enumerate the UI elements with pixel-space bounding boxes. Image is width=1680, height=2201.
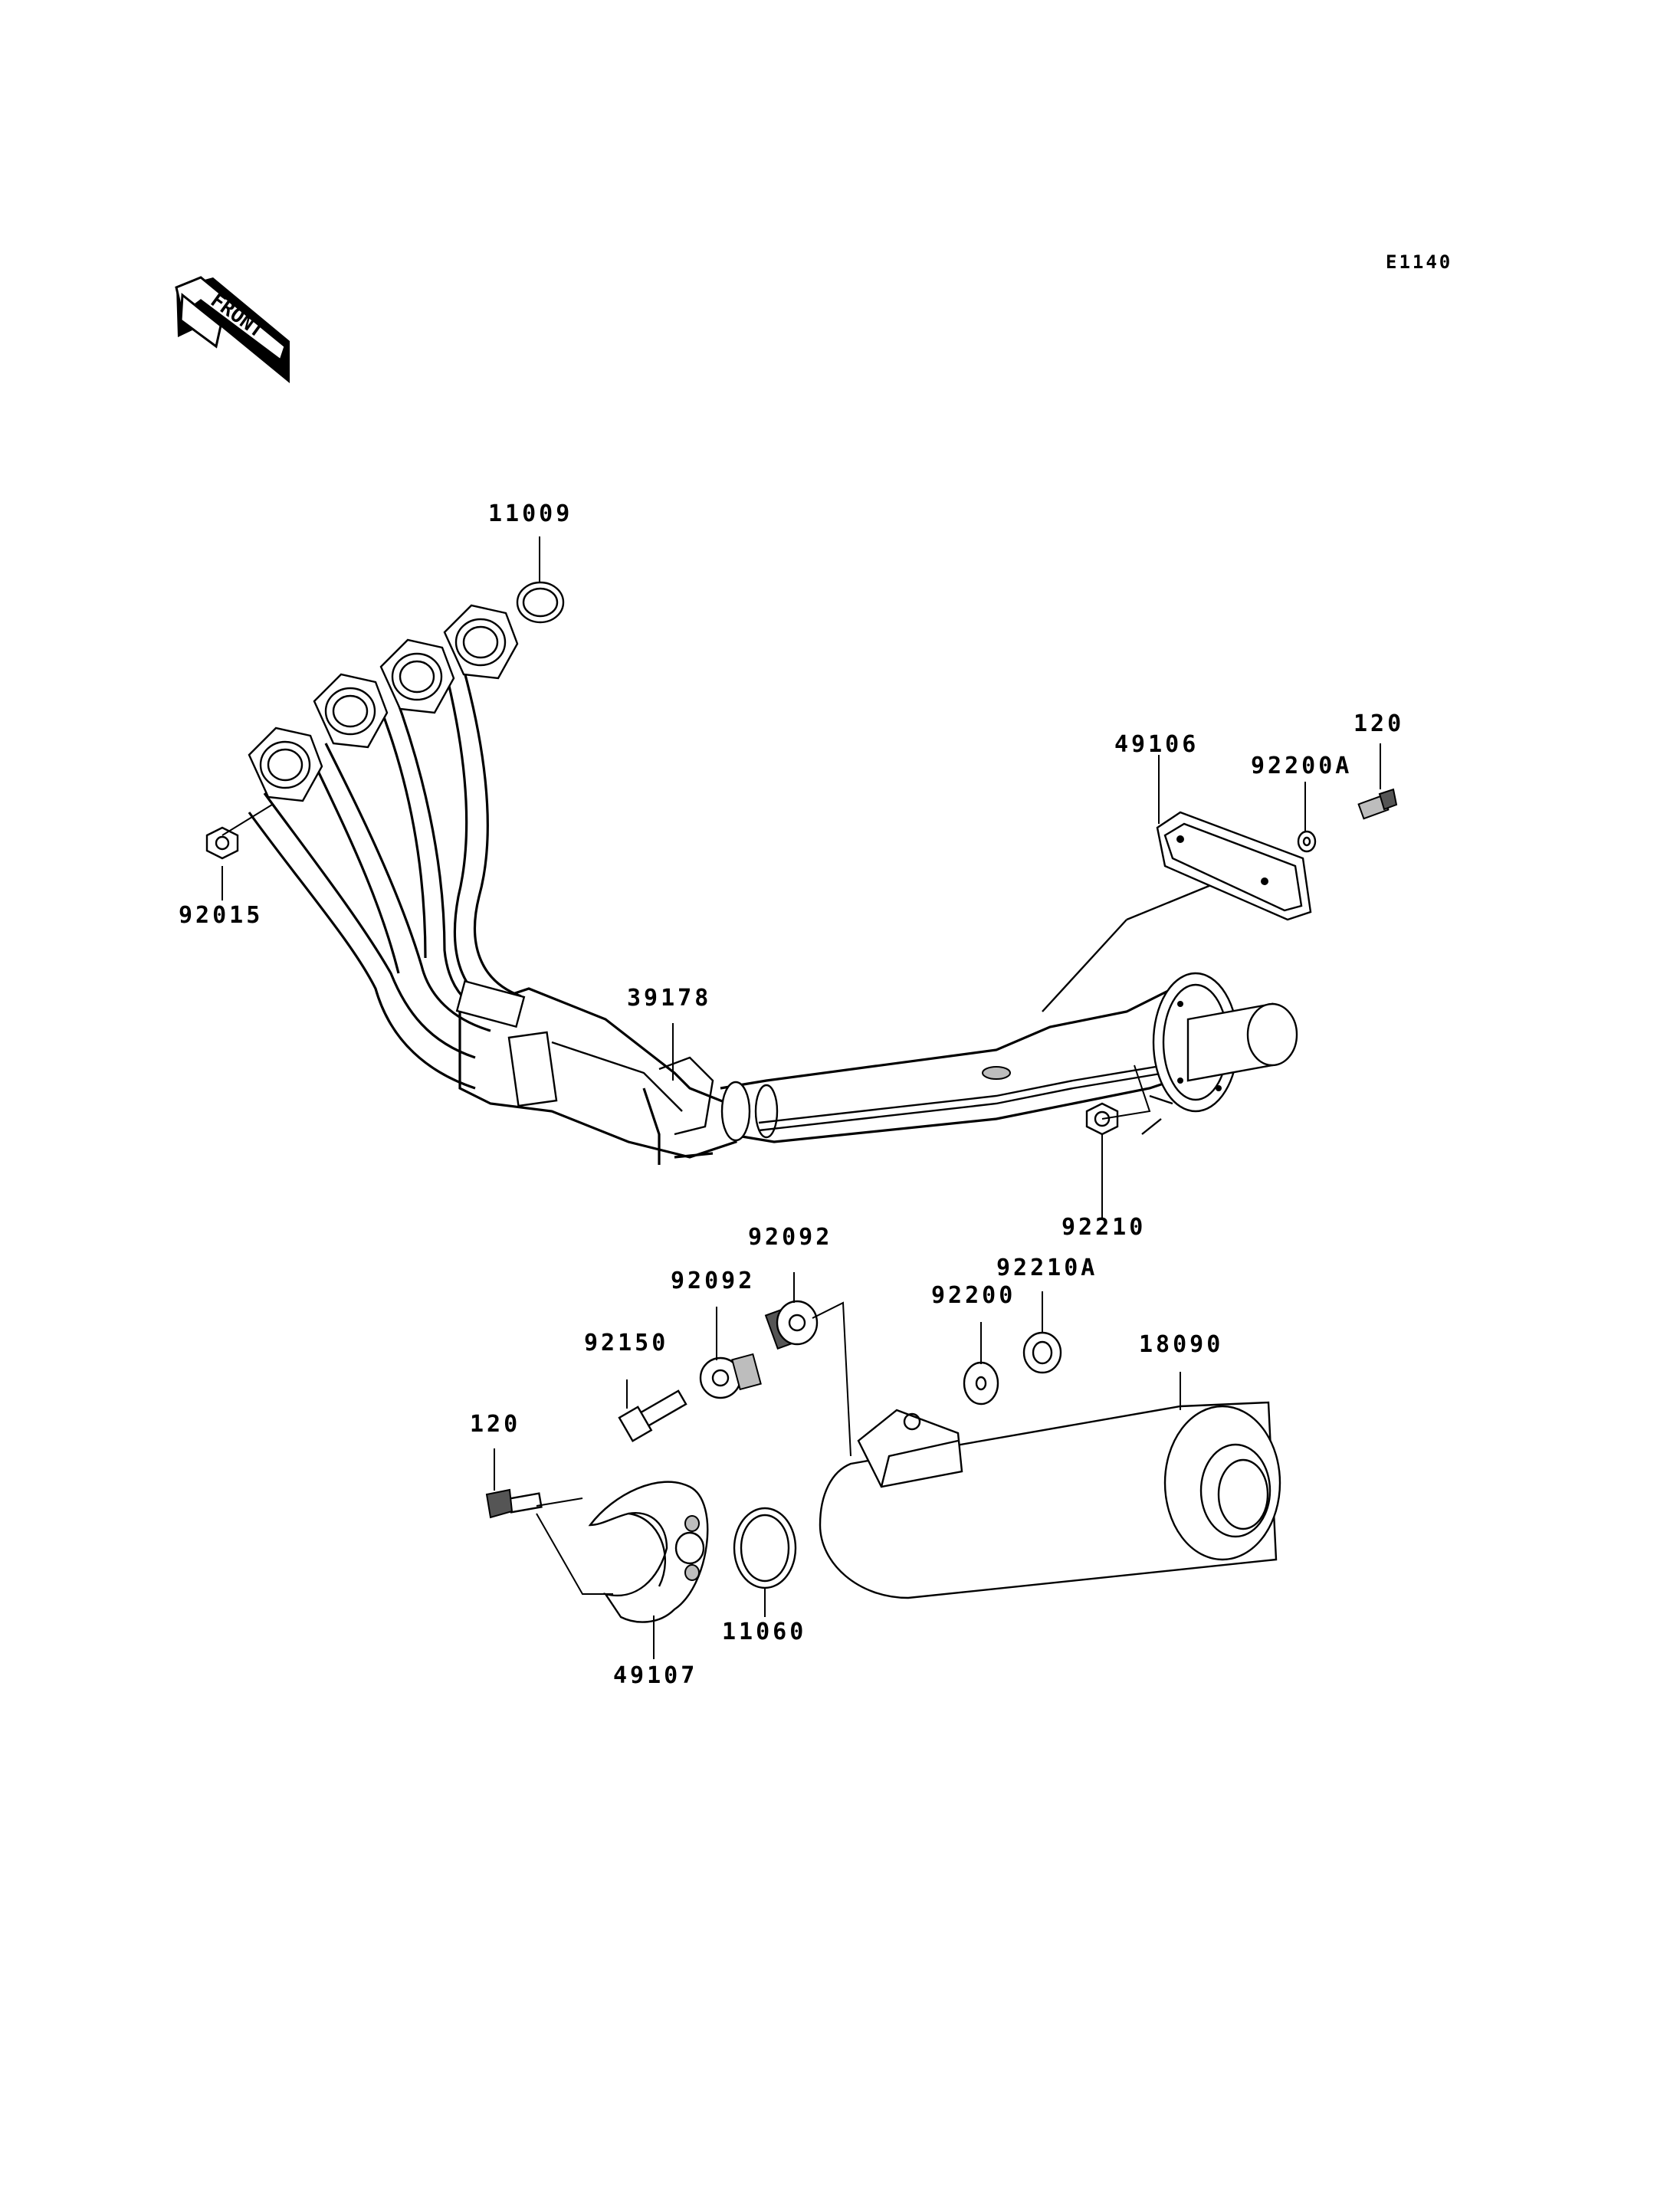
label-92015: 92015 [179, 902, 264, 929]
heat-guard-49106 [1156, 811, 1312, 921]
label-92210A: 92210A [996, 1255, 1098, 1281]
label-92092-top: 92092 [748, 1224, 833, 1251]
label-11060: 11060 [722, 1619, 807, 1645]
label-92200: 92200 [931, 1282, 1016, 1309]
label-49106: 49106 [1114, 731, 1199, 758]
label-49107: 49107 [613, 1662, 698, 1689]
diagram-code: E1140 [1386, 251, 1453, 273]
front-arrow-icon: FRONT [175, 276, 290, 383]
end-cap-49107 [588, 1481, 709, 1623]
muffler-18090 [819, 1401, 1281, 1599]
connecting-pipe [720, 884, 1212, 1143]
bolt-120-top [1357, 788, 1398, 820]
bolt-92150 [618, 1389, 687, 1442]
washer-92200A [1297, 830, 1317, 853]
flange-1 [248, 727, 323, 802]
label-92092-low: 92092 [671, 1268, 756, 1294]
flange-3 [379, 638, 455, 714]
exhaust-header-pipes [248, 604, 737, 1165]
label-92150: 92150 [584, 1330, 669, 1356]
label-39178: 39178 [627, 985, 712, 1012]
grommet-92092-low [699, 1353, 762, 1399]
label-92210: 92210 [1061, 1214, 1147, 1241]
gasket-11060 [733, 1507, 797, 1589]
flange-2 [313, 673, 389, 749]
nut-92210A [1022, 1331, 1062, 1374]
flange-4 [443, 604, 519, 680]
bolt-120-low [485, 1488, 543, 1519]
label-120-top: 120 [1354, 710, 1405, 737]
outlet-flange [1141, 972, 1298, 1135]
label-120-low: 120 [470, 1411, 521, 1438]
washer-92200 [963, 1361, 999, 1406]
nut-92015 [205, 826, 239, 860]
leader-lines [221, 536, 1381, 1659]
label-11009: 11009 [488, 500, 573, 527]
label-92200A: 92200A [1251, 753, 1353, 779]
grommet-92092-top [764, 1300, 819, 1350]
gasket-11009 [516, 581, 565, 624]
label-18090: 18090 [1139, 1331, 1224, 1358]
